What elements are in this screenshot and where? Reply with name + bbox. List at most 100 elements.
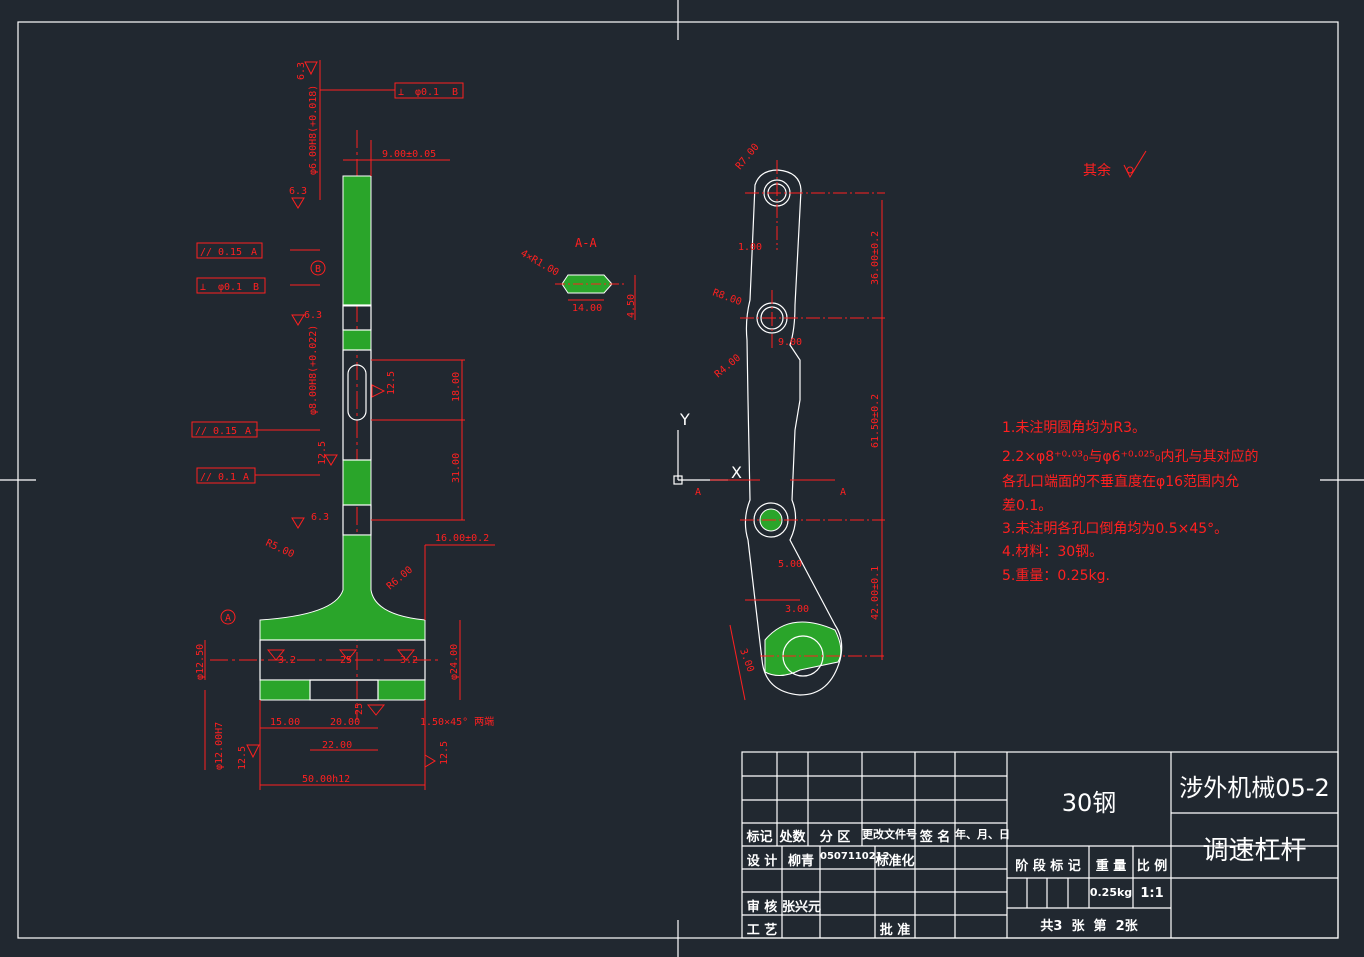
roughness-symbols bbox=[246, 61, 436, 768]
dim-label: 14.00 bbox=[572, 303, 602, 314]
dim-label: 61.50±0.2 bbox=[870, 394, 881, 448]
tol-value: 0.1 bbox=[218, 472, 236, 483]
dim-label: 1.00 bbox=[738, 242, 762, 253]
dim-label: 15.00 bbox=[270, 717, 300, 728]
tol-value: 0.15 bbox=[218, 247, 242, 258]
tol-symbol: ⊥ bbox=[398, 87, 404, 98]
section-mark: A bbox=[695, 487, 701, 498]
dim-label: 31.00 bbox=[451, 453, 462, 483]
stage-label: 阶 段 标 记 bbox=[1015, 859, 1081, 874]
roughness-value: 6.3 bbox=[304, 310, 322, 321]
note-2-cont: 各孔口端面的不垂直度在φ16范围内允 bbox=[1002, 474, 1240, 490]
header-signature: 签 名 bbox=[919, 830, 951, 845]
company: 涉外机械05-2 bbox=[1179, 774, 1330, 802]
tol-datum: A bbox=[243, 472, 249, 483]
left-view: B A ⊥ φ0.1 B // 0.15 A ⊥ φ0.1 B // 0.15 … bbox=[191, 60, 495, 790]
dim-label: 4.50 bbox=[626, 294, 637, 318]
roughness-value: 25 bbox=[340, 655, 352, 666]
tol-symbol: // bbox=[200, 247, 212, 258]
tol-value: φ0.1 bbox=[218, 282, 242, 293]
dim-label: 22.00 bbox=[322, 740, 352, 751]
dim-label: φ24.00 bbox=[449, 644, 460, 680]
tol-datum: A bbox=[245, 426, 251, 437]
axis-y-label: Y bbox=[679, 410, 690, 429]
header-zone: 分 区 bbox=[819, 830, 851, 845]
reviewer: 张兴元 bbox=[782, 900, 822, 915]
dim-label: φ8.00H8(+0.022) bbox=[308, 325, 319, 415]
note-2: 2.2×φ8⁺⁰·⁰³₀与φ6⁺⁰·⁰²⁵₀内孔与其对应的 bbox=[1002, 449, 1259, 465]
dim-label: φ12.50 bbox=[195, 644, 206, 680]
note-5: 5.重量：0.25kg. bbox=[1002, 568, 1110, 584]
roughness-value: 6.3 bbox=[289, 186, 307, 197]
roughness-value: 6.3 bbox=[296, 62, 307, 80]
designer: 柳青 bbox=[787, 854, 814, 869]
dim-label: 18.00 bbox=[451, 372, 462, 402]
tolerance-frames bbox=[191, 82, 464, 484]
tol-symbol: // bbox=[200, 472, 212, 483]
dim-label: 1.50×45° 两端 bbox=[420, 715, 494, 728]
roughness-value: 12.5 bbox=[237, 746, 248, 770]
dim-label: φ6.00H8(+0.018) bbox=[308, 85, 319, 175]
header-mark: 标记 bbox=[746, 830, 773, 845]
dim-label: R8.00 bbox=[711, 287, 743, 308]
dim-label: R4.00 bbox=[713, 353, 743, 381]
material: 30钢 bbox=[1061, 789, 1117, 817]
section-mark: A bbox=[840, 487, 846, 498]
header-change-doc: 更改文件号 bbox=[862, 828, 917, 841]
dim-label: 4×R1.00 bbox=[519, 248, 561, 279]
tol-datum: B bbox=[452, 87, 458, 98]
axis-x-label: X bbox=[731, 463, 742, 482]
dim-label: 36.00±0.2 bbox=[870, 231, 881, 285]
process-label: 工 艺 bbox=[746, 923, 778, 938]
dim-label: 20.00 bbox=[330, 717, 360, 728]
dim-label: 5.00 bbox=[778, 559, 802, 570]
ucs-axis-icon bbox=[673, 430, 728, 485]
note-1: 1.未注明圆角均为R3。 bbox=[1002, 420, 1146, 436]
header-count: 处数 bbox=[779, 830, 806, 845]
design-label: 设 计 bbox=[746, 854, 778, 869]
dim-label: 50.00h12 bbox=[302, 774, 350, 785]
section-view: A-A 4×R1.00 14.00 4.50 bbox=[519, 236, 637, 320]
tol-symbol: // bbox=[195, 426, 207, 437]
dim-label: 3.00 bbox=[785, 604, 809, 615]
roughness-value: 12.5 bbox=[386, 371, 397, 395]
right-view: R7.00 1.00 R8.00 R4.00 9.00 36.00±0.2 61… bbox=[673, 142, 885, 701]
part-name: 调速杠杆 bbox=[1202, 836, 1307, 866]
review-label: 审 核 bbox=[746, 900, 778, 915]
datum-a: A bbox=[225, 613, 231, 624]
design-number: 0507110212 bbox=[820, 851, 890, 862]
surface-finish-rest-label: 其余 bbox=[1083, 162, 1111, 179]
title-block-grid bbox=[741, 751, 1339, 939]
approve-label: 批 准 bbox=[879, 923, 911, 938]
roughness-value: 12.5 bbox=[439, 741, 450, 765]
tol-value: φ0.1 bbox=[415, 87, 439, 98]
dim-label: φ12.00H7 bbox=[214, 722, 225, 770]
header-date: 年、月、日 bbox=[955, 828, 1010, 841]
scale-value: 1:1 bbox=[1140, 886, 1164, 901]
roughness-value: 12.5 bbox=[317, 441, 328, 465]
note-4: 4.材料：30钢。 bbox=[1002, 544, 1104, 560]
dim-label: 3.00 bbox=[737, 647, 756, 673]
dim-label: R7.00 bbox=[734, 142, 762, 172]
roughness-value: 25 bbox=[354, 703, 365, 715]
datum-b: B bbox=[315, 264, 321, 275]
dim-label: 16.00±0.2 bbox=[435, 533, 489, 544]
dim-label: 9.00±0.05 bbox=[382, 149, 436, 160]
note-2-cont2: 差0.1。 bbox=[1002, 498, 1053, 514]
dim-label: 42.00±0.1 bbox=[870, 566, 881, 620]
section-label: A-A bbox=[575, 236, 597, 250]
scale-label: 比 例 bbox=[1136, 859, 1168, 874]
roughness-value: 6.3 bbox=[311, 512, 329, 523]
weight-value: 0.25kg bbox=[1089, 886, 1133, 899]
sheet-info: 共3 张 第 2张 bbox=[1040, 919, 1138, 934]
tol-value: 0.15 bbox=[213, 426, 237, 437]
weight-label: 重 量 bbox=[1095, 859, 1127, 874]
standardization-label: 标准化 bbox=[875, 854, 915, 869]
dim-label: R6.00 bbox=[385, 565, 415, 593]
note-3: 3.未注明各孔口倒角均为0.5×45°。 bbox=[1002, 521, 1229, 537]
roughness-value: 3.2 bbox=[400, 655, 418, 666]
dim-label: R5.00 bbox=[264, 538, 296, 561]
roughness-symbol-icon bbox=[1123, 150, 1147, 179]
